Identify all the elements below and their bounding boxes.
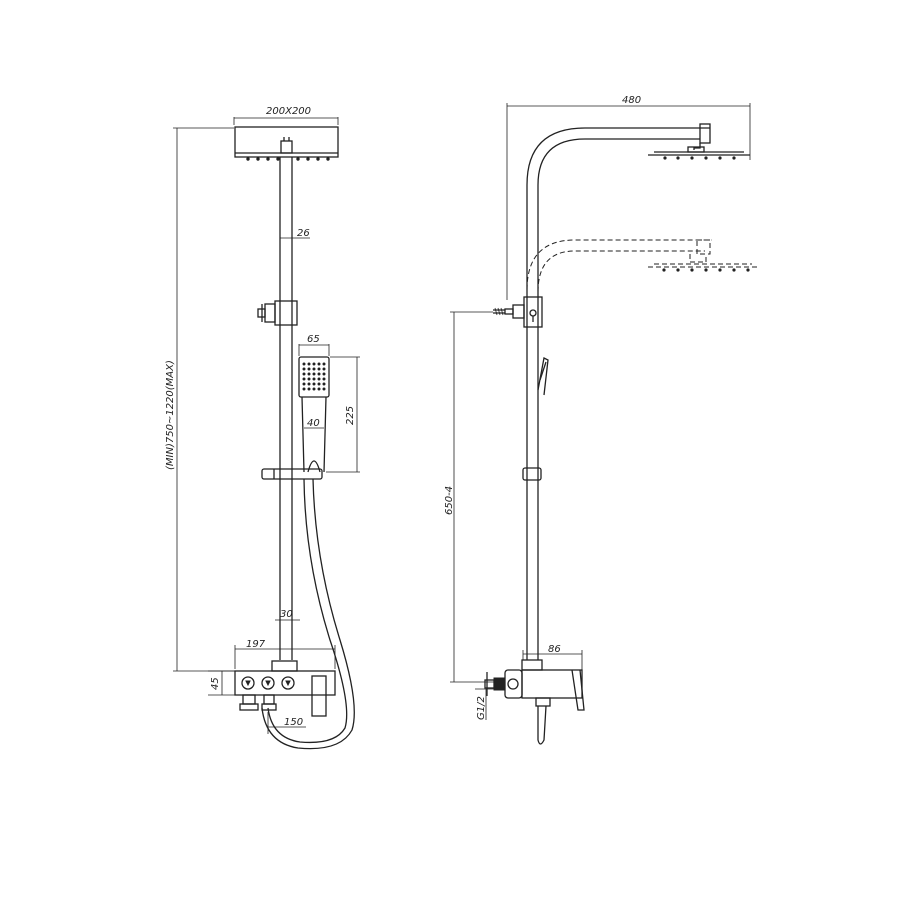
- rain-shower-head-front: [234, 126, 339, 161]
- thermostatic-mixer-side: [484, 659, 585, 745]
- lower-pipe-label: 30: [280, 609, 293, 620]
- lower-pipe-dimension: 30: [275, 609, 300, 621]
- shower-hose-front: [261, 478, 355, 750]
- side-view: 480: [444, 95, 760, 745]
- shower-arm-top-position: [526, 123, 750, 300]
- shower-arm-low-position: [526, 239, 760, 293]
- mixer-depth-dimension: 86: [522, 644, 583, 670]
- handset-length-dimension: 225: [326, 356, 360, 473]
- head-size-label: 200X200: [266, 106, 311, 117]
- thermostatic-mixer-front: [234, 660, 336, 717]
- handset-width-label: 65: [307, 334, 320, 345]
- handset-width-dimension: 65: [298, 334, 330, 356]
- mixer-depth-label: 86: [548, 644, 561, 655]
- mount-height-dimension: 650-4: [444, 311, 495, 683]
- inlet-thread-label: G1/2: [476, 696, 487, 720]
- head-width-dimension: 200X200: [233, 106, 339, 125]
- mount-height-label: 650-4: [444, 486, 455, 515]
- arm-reach-dimension: 480: [506, 95, 751, 300]
- riser-pipe-front: [279, 157, 293, 660]
- handset-handle-dimension: 40: [304, 418, 324, 429]
- riser-pipe-dimension: 26: [280, 228, 310, 239]
- wall-bracket-front: [257, 300, 298, 326]
- hand-shower-side: [537, 357, 549, 396]
- hand-shower-front: [298, 356, 330, 473]
- inlet-spacing-label: 150: [284, 717, 303, 728]
- mixer-height-label: 45: [210, 677, 221, 690]
- overall-height-dimension: (MIN)750~1220(MAX): [165, 127, 235, 672]
- mixer-width-label: 197: [246, 639, 266, 650]
- inlet-thread-dimension: G1/2: [475, 688, 495, 720]
- handset-handle-label: 40: [307, 418, 320, 429]
- height-range-label: (MIN)750~1220(MAX): [165, 360, 176, 470]
- inlet-spacing-dimension: 150: [267, 712, 306, 734]
- front-view: 200X200 26: [165, 106, 360, 750]
- riser-pipe-label: 26: [297, 228, 310, 239]
- handset-holder-side: [522, 467, 542, 481]
- mixer-width-dimension: 197: [234, 639, 336, 669]
- handset-length-label: 225: [345, 406, 356, 425]
- arm-reach-label: 480: [622, 95, 641, 106]
- mixer-height-dimension: 45: [208, 670, 235, 696]
- handset-holder-front: [261, 468, 323, 480]
- wall-bracket-side: [493, 296, 543, 328]
